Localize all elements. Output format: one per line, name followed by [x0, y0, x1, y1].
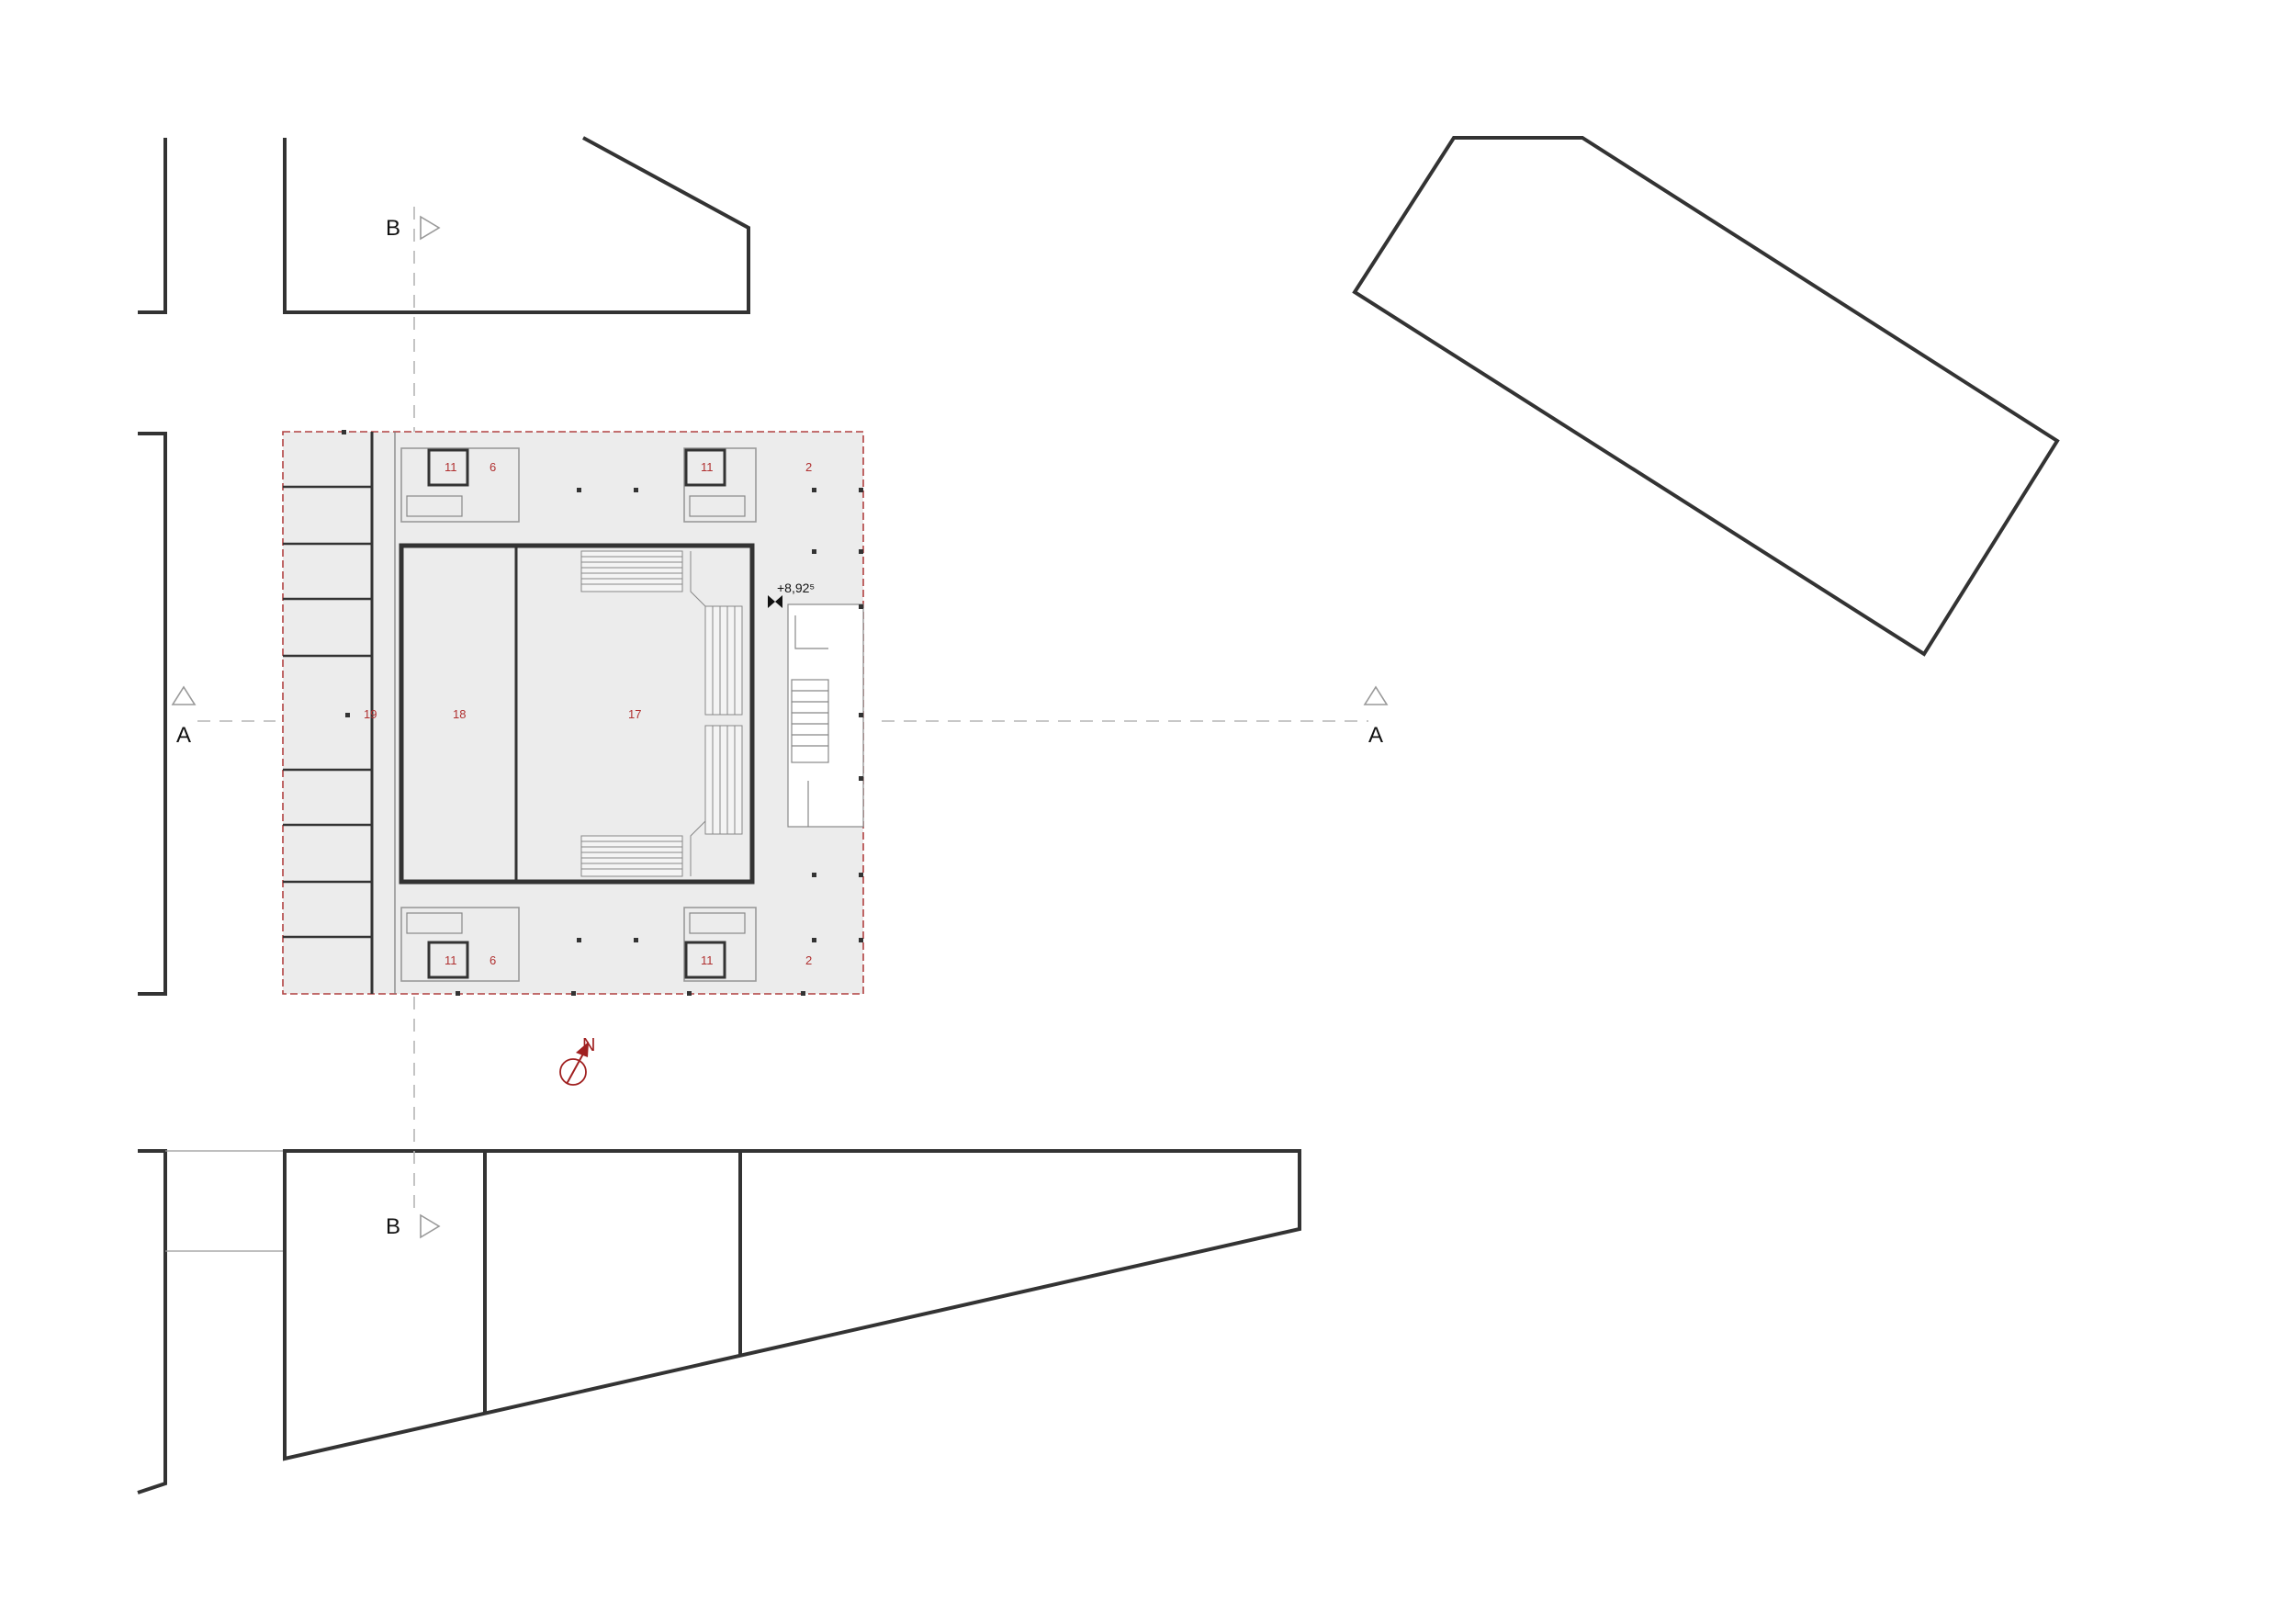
seating-top — [580, 550, 683, 592]
context-building-south — [283, 1149, 1301, 1461]
triangle-outline-icon — [420, 215, 441, 241]
section-label-a-west: A — [176, 723, 191, 748]
hall-outer-wall — [399, 543, 755, 885]
seating-east — [690, 551, 743, 876]
room-number-top-left-core: 6 — [490, 460, 496, 474]
context-building-west-top — [138, 138, 167, 314]
core-bottom-right — [683, 907, 757, 982]
section-axes — [197, 207, 1368, 1212]
room-number-top-left-lift: 11 — [445, 460, 457, 474]
level-marker-icon — [768, 595, 782, 608]
context-building-northeast — [1352, 136, 2060, 657]
core-bottom-left — [400, 907, 520, 982]
room-number-top-right-lift: 11 — [701, 460, 714, 474]
level-marker-text: +8,92⁵ — [777, 581, 815, 595]
room-number-bottom-right-lift: 11 — [701, 953, 714, 967]
east-staircase — [787, 603, 864, 828]
north-arrow-icon — [559, 1042, 589, 1086]
floor-slab — [283, 432, 863, 994]
core-top-left — [400, 447, 520, 523]
triangle-outline-icon — [171, 685, 197, 705]
structural-columns — [342, 430, 863, 996]
room-number-bottom-left-core: 6 — [490, 953, 496, 967]
triangle-outline-icon — [1363, 685, 1389, 705]
main-building: 11 6 11 2 19 18 17 11 6 11 2 +8,92⁵ — [282, 430, 864, 996]
room-number-auditorium: 17 — [628, 707, 641, 721]
context-building-north — [283, 136, 750, 314]
room-number-corridor-west: 19 — [364, 707, 377, 721]
section-label-a-east: A — [1368, 723, 1383, 748]
seating-bottom — [580, 835, 683, 877]
room-number-stage-house: 18 — [453, 707, 466, 721]
context-buildings — [137, 136, 2060, 1494]
context-building-west-mid — [138, 432, 167, 996]
room-number-top-right-zone: 2 — [805, 460, 812, 474]
context-building-west-bottom — [137, 1149, 167, 1494]
section-label-b-south: B — [386, 1214, 400, 1239]
section-label-b-north: B — [386, 216, 400, 241]
core-top-right — [683, 447, 757, 523]
room-number-bottom-right-zone: 2 — [805, 953, 812, 967]
room-number-bottom-left-lift: 11 — [445, 953, 457, 967]
room-numbers: 11 6 11 2 19 18 17 11 6 11 2 — [364, 460, 812, 967]
north-label: N — [582, 1035, 595, 1055]
section-markers: A A B B — [171, 215, 1389, 1239]
triangle-outline-icon — [420, 1213, 441, 1239]
west-rooms-top — [283, 485, 372, 658]
west-rooms-bottom — [283, 768, 372, 939]
